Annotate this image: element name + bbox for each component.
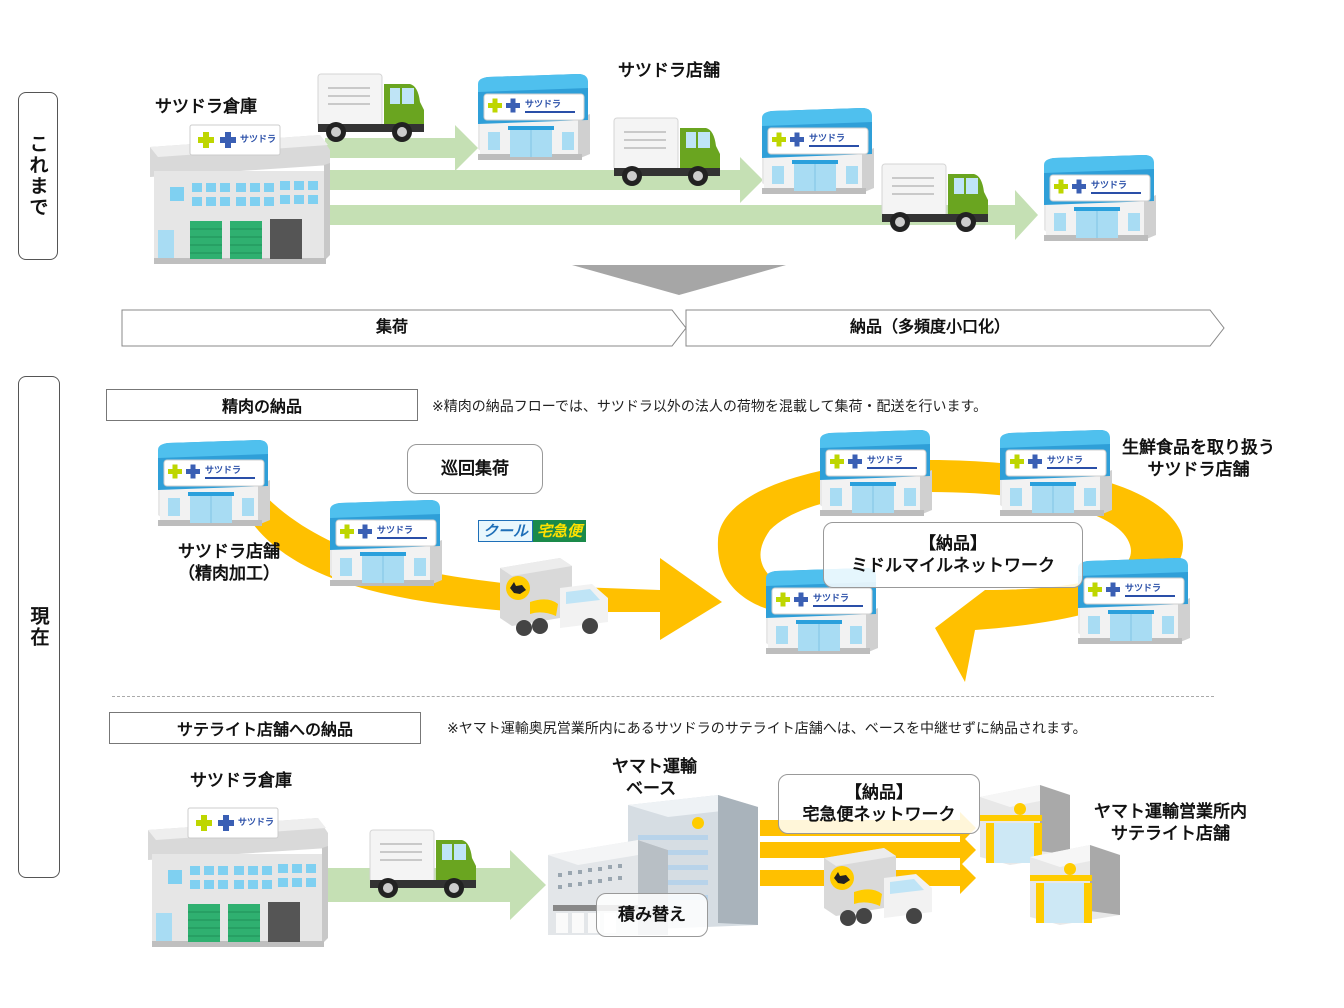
section-divider [112,696,1214,697]
meat-note: ※精肉の納品フローでは、サツドラ以外の法人の荷物を混載して集荷・配送を行います。 [432,399,988,415]
yamato-office-icon [1030,845,1120,925]
green-arrow-3 [325,190,1038,240]
takkyubin-network-callout-line2: 宅急便ネットワーク [802,805,956,825]
truck-icon [369,829,477,899]
before-store-label: サツドラ店舗 [618,61,720,81]
yamato-base-label-line2: ベース [626,779,677,800]
cool-takkyubin-badge: クール 宅急便 [478,520,587,542]
process-step-pickup [121,309,687,347]
down-transition-arrow [572,265,786,295]
yamato-base-label-line1: ヤマト運輸 [612,757,697,777]
phase-label-now: 現在 [18,376,60,878]
phase-label-before: これまで [18,92,58,260]
warehouse-icon [147,807,329,948]
phase-label-now-text: 現在 [27,606,50,648]
yamato-base-label: ヤマト運輸 ベース [612,756,697,800]
process-step-pickup-label: 集荷 [376,317,409,336]
fresh-food-store-label-line2: サツドラ店舗 [1147,460,1250,481]
fresh-food-store-label: 生鮮食品を取り扱う サツドラ店舗 [1122,437,1275,481]
satellite-note: ※ヤマト運輸奥尻営業所内にあるサツドラのサテライト店舗へは、ベースを中継せずに納… [447,721,1087,737]
green-arrow-1 [325,125,478,171]
middle-mile-callout-line2: ミドルマイルネットワーク [851,556,1055,576]
satellite-warehouse-label: サツドラ倉庫 [190,771,292,791]
middle-mile-callout-line1: 【納品】 [919,533,987,554]
satellite-store-label-line2: サテライト店舗 [1111,824,1230,845]
fresh-food-store-label-line1: 生鮮食品を取り扱う [1122,438,1275,458]
transfer-callout-text: 積み替え [618,904,686,925]
middle-mile-callout: 【納品】 ミドルマイルネットワーク [823,522,1083,588]
satellite-store-label: ヤマト運輸営業所内 サテライト店舗 [1094,801,1247,845]
satellite-section-title: サテライト店舗への納品 [109,712,421,744]
satellite-store-label-line1: ヤマト運輸営業所内 [1094,802,1247,822]
middle-mile-loop-arrow [717,460,1184,682]
yellow-arrow-2 [760,834,976,866]
cool-badge-left: クール [478,520,534,542]
meat-source-store-label-line1: サツドラ店舗 [178,542,280,562]
takkyubin-network-callout-line1: 【納品】 [845,782,913,803]
meat-section-title: 精肉の納品 [106,389,418,421]
yamato-truck-icon [824,848,932,926]
transfer-callout: 積み替え [596,893,708,937]
phase-label-before-text: これまで [26,134,49,218]
process-step-delivery-label: 納品（多頻度小口化） [850,317,1011,336]
pickup-callout: 巡回集荷 [407,444,543,494]
green-arrow-2 [325,157,763,203]
process-step-delivery [685,309,1225,347]
process-steps [121,309,1225,347]
pickup-callout-text: 巡回集荷 [441,458,509,479]
takkyubin-network-callout: 【納品】 宅急便ネットワーク [778,774,980,834]
cool-badge-right: 宅急便 [533,520,587,542]
meat-source-store-label-line2: （精肉加工） [178,564,280,585]
before-flow-arrows [325,125,1038,295]
before-warehouse-label: サツドラ倉庫 [155,97,257,117]
meat-source-store-label: サツドラ店舗 （精肉加工） [178,541,280,585]
